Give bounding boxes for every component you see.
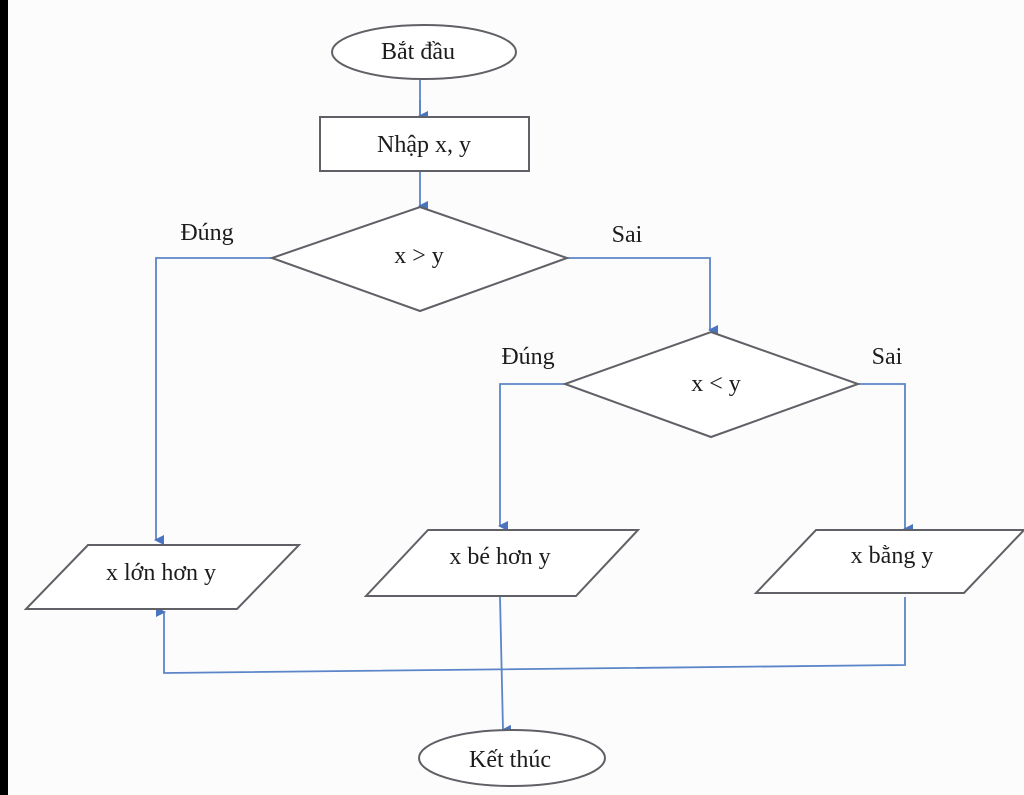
cond2-false-label: Sai (872, 344, 903, 370)
node-out-gt-label: x lớn hơn y (106, 560, 216, 586)
node-cond1: x > y (268, 205, 570, 313)
node-cond2: x < y (562, 330, 861, 439)
node-cond1-label: x > y (394, 243, 444, 269)
edge-cond2-false (858, 383, 913, 534)
edge-outlt-end (499, 596, 512, 735)
cond1-true-label: Đúng (180, 220, 233, 246)
edge-cond2-true (498, 383, 565, 531)
edge-cond1-true (154, 257, 272, 545)
node-out-gt: x lớn hơn y (23, 544, 302, 610)
cond2-true-label: Đúng (501, 344, 554, 370)
connectors (154, 80, 913, 735)
node-input-label: Nhập x, y (377, 132, 471, 158)
flowchart-canvas: Bắt đầu Nhập x, y x > y x < y x lớn hơn … (8, 0, 1024, 795)
node-end: Kết thúc (418, 729, 606, 787)
node-input: Nhập x, y (319, 116, 530, 172)
node-out-lt-label: x bé hơn y (449, 544, 550, 570)
node-out-eq-label: x bằng y (851, 543, 934, 569)
node-out-lt: x bé hơn y (363, 529, 641, 597)
node-cond2-label: x < y (691, 371, 741, 397)
edge-outeq-loop (156, 597, 906, 674)
node-end-label: Kết thúc (469, 747, 551, 773)
node-start: Bắt đầu (331, 24, 517, 80)
edge-cond1-false (567, 257, 718, 335)
flowchart: Bắt đầu Nhập x, y x > y x < y x lớn hơn … (23, 24, 1024, 787)
node-start-label: Bắt đầu (381, 39, 455, 65)
node-out-eq: x bằng y (753, 529, 1024, 594)
cond1-false-label: Sai (612, 222, 643, 248)
